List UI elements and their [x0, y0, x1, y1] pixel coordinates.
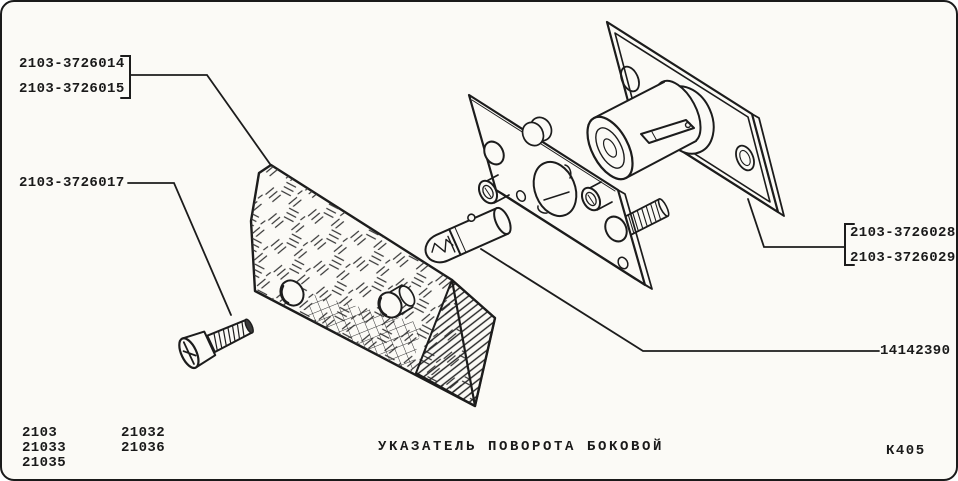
model-21033: 21033 — [22, 440, 67, 456]
plate-top-boss — [521, 116, 553, 147]
lamp-holder-drawing — [586, 79, 702, 238]
model-2103: 2103 — [22, 425, 58, 441]
housing-plate-drawing — [467, 93, 653, 290]
part-number-screw: 2103-3726017 — [19, 175, 125, 191]
part-number-lens-b: 2103-3726015 — [19, 81, 125, 97]
bayonet-pin — [467, 213, 476, 223]
figure-code: К405 — [886, 443, 926, 459]
terminal-blade — [640, 119, 695, 144]
screw-drawing — [178, 318, 254, 370]
leader-gasket — [747, 198, 845, 248]
filament — [431, 235, 456, 253]
bracket-lens-labels — [120, 55, 131, 99]
leader-lines — [120, 55, 880, 352]
model-21035: 21035 — [22, 455, 67, 471]
screw-head-slot — [182, 341, 197, 365]
lens-drawing — [249, 163, 497, 408]
model-21036: 21036 — [121, 440, 166, 456]
plate-left-boss — [477, 174, 510, 205]
model-21032: 21032 — [121, 425, 166, 441]
part-number-lens-a: 2103-3726014 — [19, 56, 125, 72]
plate-socket-hole — [532, 160, 578, 218]
part-number-gasket-a: 2103-3726028 — [850, 225, 956, 241]
lens-screw-hole-left — [279, 279, 305, 307]
part-number-gasket-b: 2103-3726029 — [850, 250, 956, 266]
plate-right-boss — [580, 181, 613, 212]
lens-screw-hole-right — [377, 284, 416, 319]
diagram-title: УКАЗАТЕЛЬ ПОВОРОТА БОКОВОЙ — [378, 439, 665, 455]
leader-screw — [127, 182, 232, 316]
bulb-drawing — [424, 206, 512, 264]
part-number-bulb: 14142390 — [880, 343, 951, 359]
leader-lens — [129, 74, 271, 165]
leader-bulb — [480, 248, 880, 352]
bracket-gasket-labels — [844, 223, 855, 266]
